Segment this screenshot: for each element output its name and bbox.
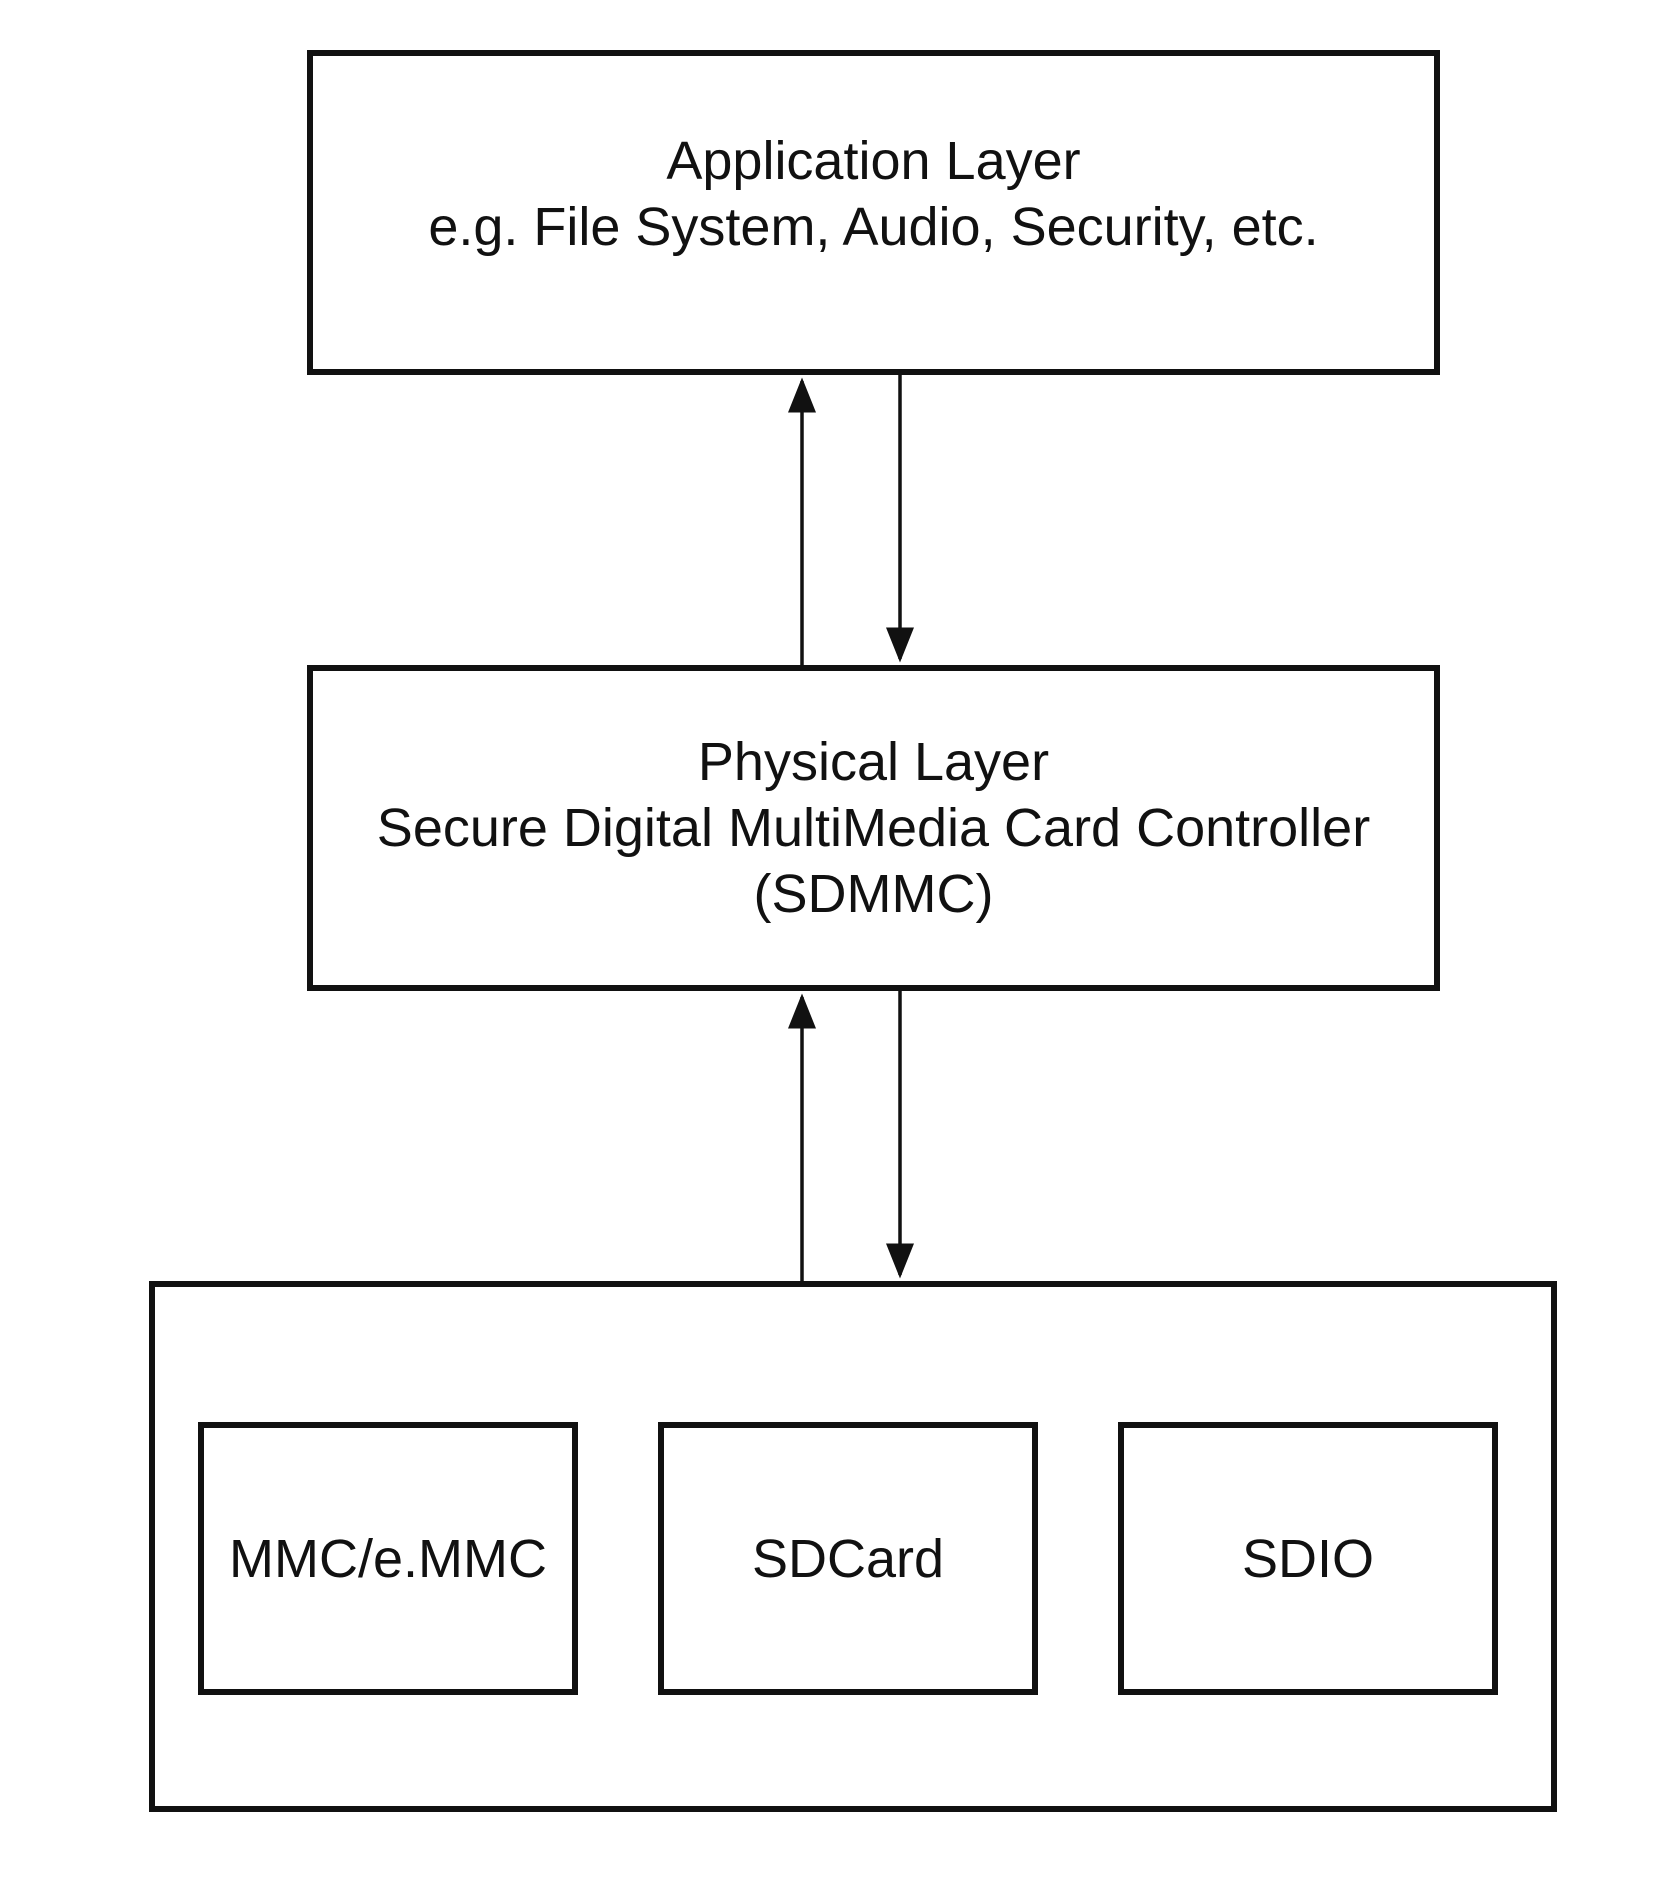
physical-layer-text: Physical Layer Secure Digital MultiMedia… — [313, 729, 1434, 927]
card-mmc-box: MMC/e.MMC — [198, 1422, 578, 1695]
application-layer-subtitle: e.g. File System, Audio, Security, etc. — [428, 197, 1319, 257]
application-layer-box: Application Layer e.g. File System, Audi… — [307, 50, 1440, 375]
card-sdio-box: SDIO — [1118, 1422, 1498, 1695]
card-sdio-label: SDIO — [1241, 1528, 1375, 1589]
application-layer-text: Application Layer e.g. File System, Audi… — [313, 128, 1434, 260]
physical-layer-subtitle: Secure Digital MultiMedia Card Controlle… — [376, 798, 1371, 858]
physical-layer-abbreviation: (SDMMC) — [753, 864, 994, 924]
card-sdcard-box: SDCard — [658, 1422, 1038, 1695]
card-sdcard-label: SDCard — [751, 1528, 945, 1589]
application-layer-title: Application Layer — [666, 131, 1081, 191]
card-mmc-label: MMC/e.MMC — [229, 1528, 547, 1589]
physical-layer-title: Physical Layer — [697, 732, 1050, 792]
physical-layer-box: Physical Layer Secure Digital MultiMedia… — [307, 665, 1440, 991]
